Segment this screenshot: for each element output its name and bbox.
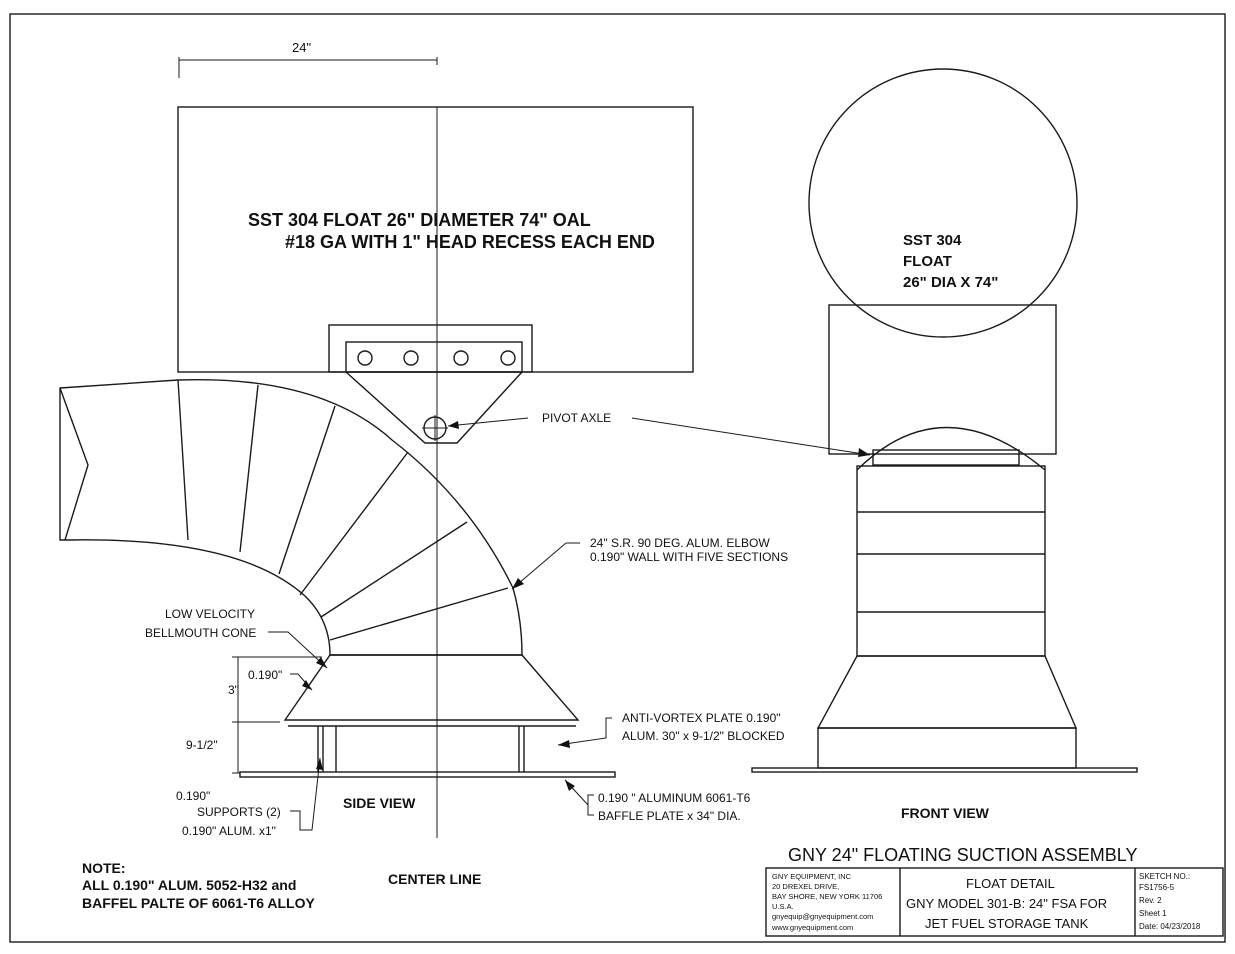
- side-float-line2: #18 GA WITH 1" HEAD RECESS EACH END: [285, 232, 655, 252]
- detail-line2: GNY MODEL 301-B: 24" FSA FOR: [906, 896, 1107, 911]
- elbow-label-2: 0.190" WALL WITH FIVE SECTIONS: [590, 550, 788, 564]
- dimension-24-label: 24": [292, 40, 311, 55]
- supports-label-2: 0.190" ALUM. x1": [182, 824, 276, 838]
- company-line5: gnyequip@gnyequipment.com: [772, 912, 873, 921]
- support-height-dim: 9-1/2": [186, 738, 218, 752]
- side-baffle-plate: [239, 771, 616, 778]
- pivot-bracket: [328, 324, 533, 444]
- arrow-icon: [448, 421, 459, 429]
- bellmouth-label-2: BELLMOUTH CONE: [145, 626, 256, 640]
- pivot-axle-leader-front: [631, 417, 871, 456]
- bracket-hole-icon: [357, 350, 373, 366]
- elbow-label-1: 24" S.R. 90 DEG. ALUM. ELBOW: [590, 536, 770, 550]
- baffle-label-2: BAFFLE PLATE x 34" DIA.: [598, 809, 741, 823]
- side-float-line1: SST 304 FLOAT 26" DIAMETER 74" OAL: [248, 210, 591, 230]
- arrow-icon: [302, 680, 312, 690]
- sketch-line3: Rev. 2: [1139, 896, 1162, 905]
- front-view-label: FRONT VIEW: [901, 805, 990, 821]
- sketch-line4: Sheet 1: [1139, 909, 1167, 918]
- assembly-title: GNY 24" FLOATING SUCTION ASSEMBLY: [788, 845, 1137, 865]
- baffle-label-1: 0.190 " ALUMINUM 6061-T6: [598, 791, 751, 805]
- sheet-border: [9, 13, 1226, 943]
- arrow-icon: [558, 740, 570, 748]
- detail-line3: JET FUEL STORAGE TANK: [925, 916, 1089, 931]
- company-line2: 20 DREXEL DRIVE,: [772, 882, 839, 891]
- bracket-hole-icon: [453, 350, 469, 366]
- plate-thickness-dim: 0.190": [176, 789, 210, 803]
- arrow-icon: [565, 780, 575, 791]
- title-block: [765, 867, 1224, 937]
- detail-line1: FLOAT DETAIL: [966, 876, 1055, 891]
- company-line1: GNY EQUIPMENT, INC: [772, 872, 852, 881]
- left-dimensions: 0.190" 3" 9-1/2" 0.190": [176, 656, 322, 803]
- note-line2: BAFFEL PALTE OF 6061-T6 ALLOY: [82, 895, 316, 911]
- arrow-icon: [316, 657, 327, 668]
- arrow-icon: [316, 758, 323, 770]
- top-dimension: 24": [178, 40, 438, 78]
- sketch-line2: FS1756-5: [1139, 883, 1175, 892]
- anti-vortex-label-2: ALUM. 30" x 9-1/2" BLOCKED: [622, 729, 785, 743]
- cone-height-dim: 3": [228, 683, 239, 697]
- front-view: [751, 68, 1138, 773]
- arrow-icon: [512, 578, 524, 589]
- front-float-line3: 26" DIA X 74": [903, 274, 998, 291]
- front-float-line1: SST 304: [903, 232, 962, 249]
- front-float-line2: FLOAT: [903, 253, 952, 270]
- sketch-line5: Date: 04/23/2018: [1139, 922, 1201, 931]
- baffle-leader: [587, 794, 594, 816]
- sketch-line1: SKETCH NO.:: [1139, 872, 1190, 881]
- side-view-label: SIDE VIEW: [343, 795, 416, 811]
- note-line1: ALL 0.190" ALUM. 5052-H32 and: [82, 877, 296, 893]
- bracket-hole-icon: [403, 350, 419, 366]
- arrow-icon: [858, 448, 870, 457]
- anti-vortex-leader: [557, 717, 612, 746]
- supports-label-1: SUPPORTS (2): [197, 805, 281, 819]
- anti-vortex-label-1: ANTI-VORTEX PLATE 0.190": [622, 711, 781, 725]
- bellmouth-label-1: LOW VELOCITY: [165, 607, 255, 621]
- bracket-hole-icon: [500, 350, 516, 366]
- elbow: [59, 378, 523, 656]
- supports-leader: [290, 757, 321, 831]
- company-line6: www.gnyequipment.com: [771, 923, 853, 932]
- supports: [317, 726, 525, 772]
- company-line3: BAY SHORE, NEW YORK 11706: [772, 892, 882, 901]
- center-line-label: CENTER LINE: [388, 871, 481, 887]
- bellmouth-leader: [268, 631, 328, 669]
- pivot-axle-leader: [447, 417, 529, 427]
- company-line4: U.S.A.: [772, 902, 794, 911]
- cone-wall-dim: 0.190": [248, 668, 282, 682]
- bellmouth-cone: [283, 654, 580, 721]
- note-heading: NOTE:: [82, 860, 126, 876]
- pivot-axle-label: PIVOT AXLE: [542, 411, 611, 425]
